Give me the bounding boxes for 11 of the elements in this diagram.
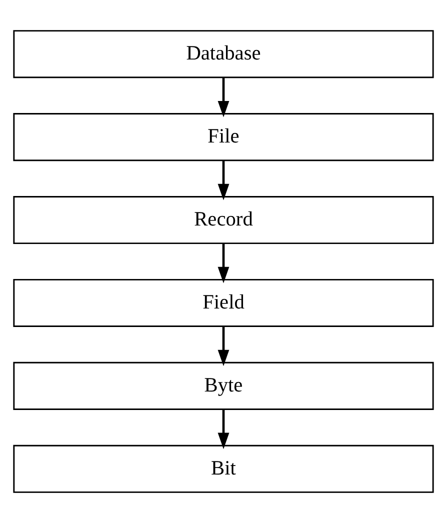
arrow <box>218 243 230 284</box>
node-box: Bit <box>13 444 434 493</box>
node-box: Byte <box>13 362 434 410</box>
node-box: File <box>13 113 434 162</box>
arrow <box>218 77 230 118</box>
arrow <box>218 409 230 450</box>
arrow <box>218 160 230 200</box>
node-box: Database <box>13 30 434 78</box>
arrow <box>218 326 230 366</box>
node-box: Record <box>13 196 434 244</box>
node-box: Field <box>13 278 434 327</box>
